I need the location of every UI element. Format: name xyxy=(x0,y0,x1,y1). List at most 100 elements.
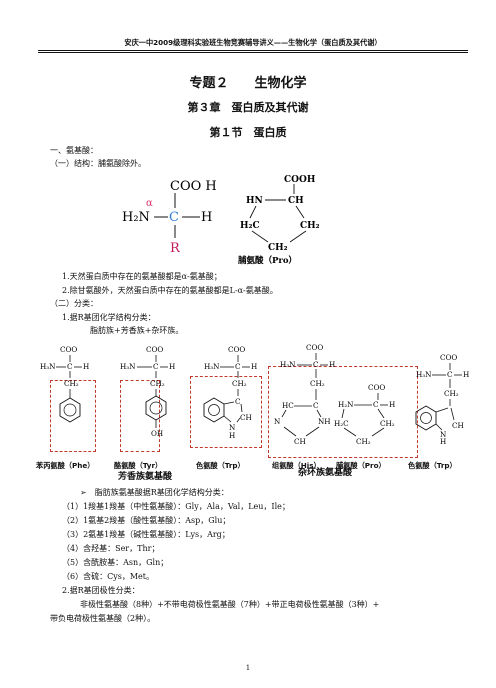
trp-structure: COO H₃N C H CH₂ C CH N H xyxy=(203,345,257,440)
topic-title: 专题２ 生物化学 xyxy=(189,76,307,91)
trp2-structure: COO H₃N C H CH₂ CH N H xyxy=(415,353,469,446)
point-2: 2.除甘氨酸外，天然蛋白质中存在的氨基酸都是L-α-氨基酸。 xyxy=(62,286,278,295)
polarity-summary-2: 带负电荷极性氨基酸（2种）。 xyxy=(50,614,156,623)
tyr-c: C xyxy=(153,362,159,371)
trp-bond-9 xyxy=(236,417,241,423)
phe-name: 苯丙氨酸（Phe） xyxy=(36,461,95,470)
pro-name: 脯氨酸（Pro） xyxy=(238,255,297,266)
trp2-bond-8 xyxy=(435,423,443,431)
his-cc: C xyxy=(313,401,319,410)
trp2-coo: COO xyxy=(440,353,457,362)
pro-small-structure: COO H₂N C H H₂C CH₂ CH₂ xyxy=(334,383,395,446)
trp-bond-7 xyxy=(240,403,243,413)
his-ch: CH xyxy=(294,437,306,446)
his-ch2: CH₂ xyxy=(310,379,325,388)
heading-structure: （一）结构：脯氨酸除外。 xyxy=(50,159,146,168)
trp2-bond-6 xyxy=(435,407,449,413)
his-nh: NH xyxy=(318,417,331,426)
r-label: R xyxy=(170,241,181,256)
phe-c: C xyxy=(67,362,73,371)
pro2-bond-4 xyxy=(341,408,345,419)
aliphatic-6: （6）含硫：Cys，Met。 xyxy=(62,572,154,581)
tyr-name: 酪氨酸（Tyr） xyxy=(114,461,163,470)
trp-h3n: H₃N xyxy=(204,362,219,371)
his-coo: COO xyxy=(306,343,323,352)
phe-h3n: H₃N xyxy=(40,362,55,371)
h-label: H xyxy=(201,210,212,225)
header-rule-thin xyxy=(38,52,468,53)
phe-ch2: CH₂ xyxy=(64,379,79,388)
tyr-coo: COO xyxy=(146,345,163,354)
pro-cooh: COOH xyxy=(284,175,316,185)
trp-c: C xyxy=(235,362,241,371)
pro-bond-5 xyxy=(251,230,269,243)
aliphatic-5: （5）含酰胺基：Asn，Gln； xyxy=(62,558,169,567)
trp2-ch2: CH₂ xyxy=(444,389,459,398)
heading-classification: （二）分类： xyxy=(50,299,98,308)
tyr-ch2: CH₂ xyxy=(150,379,165,388)
heterocyclic-group-label: 杂环族氨基酸 xyxy=(298,468,353,478)
tyr-structure: COO H₃N C H CH₂ OH xyxy=(120,345,175,438)
phe-structure: COO H₃N C H CH₂ xyxy=(40,345,89,423)
tyr-h3n: H₃N xyxy=(120,362,135,371)
his-name: 组氨酸（His） xyxy=(272,461,321,470)
trp2-n: N xyxy=(440,430,446,439)
phe-ring-inner xyxy=(63,403,77,417)
heading-amino-acids: 一、氨基酸： xyxy=(50,146,98,155)
class-by-structure: 1.据R基团化学结构分类： xyxy=(62,313,156,322)
pro-small-name: 脯氨酸（Pro） xyxy=(336,461,386,470)
aliphatic-3: （3）2氨基1羧基（碱性氨基酸）：Lys，Arg； xyxy=(62,530,230,539)
trp2-benzene xyxy=(415,405,437,431)
section-title: 第１节 蛋白质 xyxy=(209,126,287,139)
chapter-title: 第３章 蛋白质及其代谢 xyxy=(187,101,309,114)
header-rule xyxy=(38,50,468,51)
phe-box xyxy=(50,380,96,452)
his-hc: HC xyxy=(282,401,294,410)
trp2-h3n: H₃N xyxy=(416,370,431,379)
trp2-c: C xyxy=(447,370,453,379)
pro2-c: C xyxy=(373,400,379,409)
class-by-polarity: 2.据R基团极性分类： xyxy=(62,586,140,595)
trp-bond-8 xyxy=(223,415,232,423)
pro-ch2-bottom: CH₂ xyxy=(268,243,288,253)
his-structure: COO H₃N C H CH₂ HC C N NH CH xyxy=(274,343,335,446)
trp2-nh: H xyxy=(440,437,446,446)
trp-ch2: CH₂ xyxy=(232,379,247,388)
his-bond-10 xyxy=(305,426,320,437)
phe-coo: COO xyxy=(60,345,77,354)
trp2-ch: CH xyxy=(452,421,464,430)
point-1: 1.天然蛋白质中存在的氨基酸都是α-氨基酸； xyxy=(62,272,222,281)
pro-hn: HN xyxy=(246,196,263,206)
tyr-h: H xyxy=(169,362,175,371)
tyr-box xyxy=(120,380,160,452)
pro-ch: CH xyxy=(288,196,304,206)
pro-bond-4 xyxy=(295,205,305,219)
trp-benzene-inner xyxy=(208,404,220,416)
aliphatic-heading: ➢ 脂肪族氨基酸据R基团化学结构分类： xyxy=(80,488,229,497)
pro2-bond-5 xyxy=(377,408,385,419)
his-h: H xyxy=(329,360,335,369)
his-bond-9 xyxy=(283,426,297,437)
trp-benzene xyxy=(203,397,225,423)
his-bond-8 xyxy=(316,409,322,418)
tyr-oh: OH xyxy=(151,429,163,438)
cooh-label: COO H xyxy=(170,179,217,194)
trp2-name: 色氨酸（Trp） xyxy=(408,461,457,470)
phe-ring xyxy=(59,397,81,423)
pro-h2c: H₂C xyxy=(240,221,260,231)
pro2-h2c: H₂C xyxy=(334,419,349,428)
aromatic-group-label: 芳香族氨基酸 xyxy=(118,472,173,482)
trp-h: H xyxy=(251,362,257,371)
trp2-h: H xyxy=(463,370,469,379)
heterocyclic-box xyxy=(268,366,418,458)
pro2-ch2-bottom: CH₂ xyxy=(356,437,371,446)
aliphatic-1: （1）1羧基1羧基（中性氨基酸）：Gly，Ala，Val，Leu，Ile； xyxy=(62,502,290,511)
trp-n: N xyxy=(229,423,235,432)
class-summary: 脂肪族+芳香族+杂环族。 xyxy=(90,326,184,335)
his-hn: N xyxy=(274,417,280,426)
tyr-ring-inner xyxy=(149,401,163,415)
pro2-ch2-right: CH₂ xyxy=(380,419,395,428)
amino-acid-structures-row: COO H₃N C H CH₂ COO H₃N C H CH₂ xyxy=(40,343,469,446)
alpha-carbon-label: C xyxy=(169,210,179,225)
aliphatic-2: （2）1氨基2羧基（酸性氨基酸）：Asp，Glu； xyxy=(62,516,231,525)
